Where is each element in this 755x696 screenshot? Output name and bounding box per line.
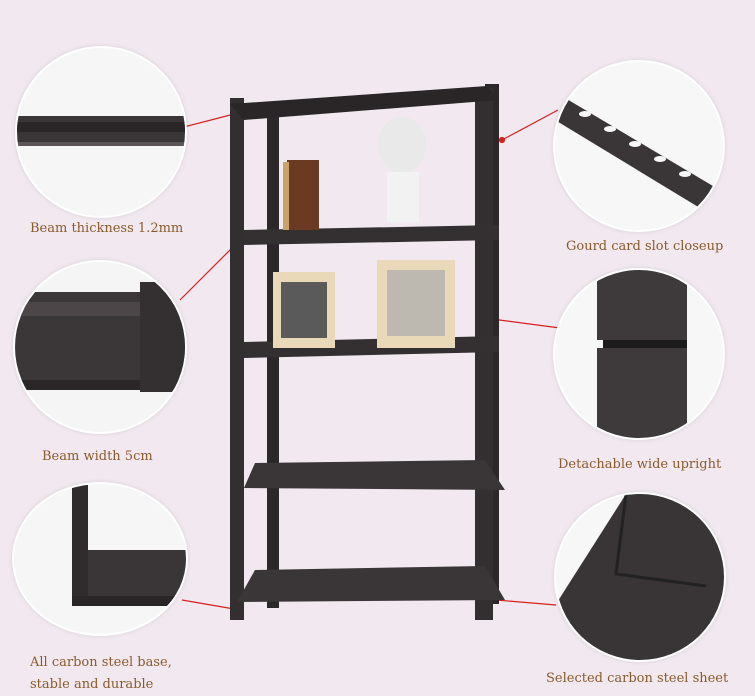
- beam-thickness-caption: Beam thickness 1.2mm: [30, 221, 184, 236]
- wide-upright-caption: Detachable wide upright: [558, 457, 722, 472]
- beam-thickness-closeup: [17, 48, 185, 216]
- carbon-steel-base-caption: All carbon steel base, stable and durabl…: [30, 655, 172, 692]
- carbon-steel-sheet-caption: Selected carbon steel sheet: [546, 671, 729, 686]
- beam-width-caption: Beam width 5cm: [42, 449, 153, 464]
- gourd-card-slot-closeup: [555, 62, 723, 230]
- carbon-steel-base-closeup: [14, 484, 186, 634]
- beam-width-closeup: [15, 262, 185, 432]
- metal-shelving-unit: [215, 80, 515, 640]
- gourd-card-slot-caption: Gourd card slot closeup: [566, 239, 724, 254]
- wide-upright-closeup: [555, 270, 723, 438]
- carbon-steel-sheet-closeup: [556, 494, 724, 660]
